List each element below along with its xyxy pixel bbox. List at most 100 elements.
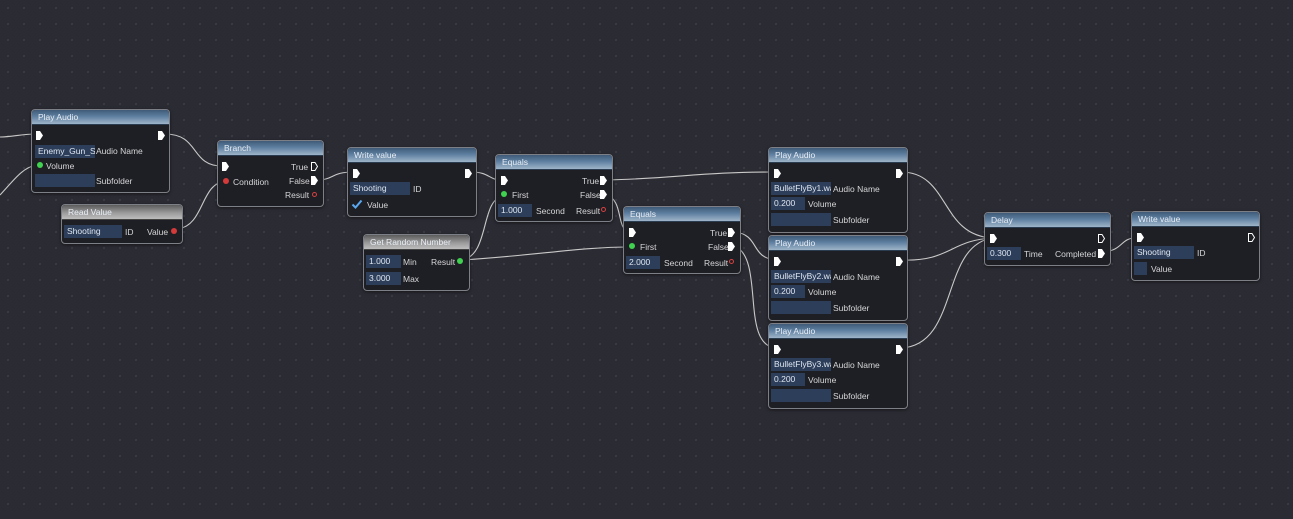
volume-field[interactable]: 0.200: [771, 285, 805, 298]
audio-name-field[interactable]: BulletFlyBy1.wav: [771, 182, 831, 195]
exec-out-pin[interactable]: [896, 345, 903, 354]
result-label: Result: [431, 257, 456, 267]
read-value-node[interactable]: Read Value Shooting ID Value: [61, 204, 183, 244]
exec-in-pin[interactable]: [774, 169, 781, 178]
branch-node[interactable]: Branch True Condition False Result: [217, 140, 324, 207]
value-out-pin[interactable]: [171, 228, 177, 234]
audio-name-label: Audio Name: [96, 146, 143, 156]
true-exec-pin[interactable]: [728, 228, 735, 237]
node-title: Play Audio: [32, 110, 169, 125]
exec-in-pin[interactable]: [222, 162, 229, 171]
volume-field[interactable]: 0.200: [771, 197, 805, 210]
value-checkbox[interactable]: [1134, 262, 1147, 275]
id-field[interactable]: Shooting: [350, 182, 410, 195]
condition-pin[interactable]: [223, 178, 229, 184]
min-field[interactable]: 1.000: [366, 255, 401, 268]
wire: [900, 237, 994, 349]
result-out-pin[interactable]: [457, 258, 463, 264]
subfolder-field[interactable]: [771, 213, 831, 226]
exec-out-pin[interactable]: [896, 169, 903, 178]
id-label: ID: [125, 227, 134, 237]
exec-out-pin[interactable]: [1098, 234, 1105, 243]
write-value-node[interactable]: Write value Shooting ID Value: [347, 147, 477, 217]
equals-node[interactable]: Equals True First False 2.000 Second Res…: [623, 206, 741, 274]
result-pin[interactable]: [312, 192, 317, 197]
true-exec-pin[interactable]: [311, 162, 318, 171]
value-label: Value: [147, 227, 169, 237]
completed-exec-pin[interactable]: [1098, 249, 1105, 258]
exec-out-pin[interactable]: [465, 169, 472, 178]
exec-in-pin[interactable]: [353, 169, 360, 178]
audio-name-field[interactable]: Enemy_Gun_Sho: [35, 145, 95, 158]
write-value-node[interactable]: Write value Shooting ID Value: [1131, 211, 1260, 281]
false-exec-pin[interactable]: [311, 176, 318, 185]
time-field[interactable]: 0.300: [987, 247, 1021, 260]
get-random-number-node[interactable]: Get Random Number 1.000 Min Result 3.000…: [363, 234, 470, 291]
id-field[interactable]: Shooting: [64, 225, 122, 238]
exec-in-pin[interactable]: [629, 228, 636, 237]
second-field[interactable]: 2.000: [626, 256, 660, 269]
id-field[interactable]: Shooting: [1134, 246, 1194, 259]
completed-label: Completed: [1055, 249, 1097, 259]
exec-in-pin[interactable]: [36, 131, 43, 140]
subfolder-field[interactable]: [35, 174, 95, 187]
play-audio-node[interactable]: Play Audio BulletFlyBy3.wav Audio Name 0…: [768, 323, 908, 409]
subfolder-label: Subfolder: [96, 176, 133, 186]
volume-label: Volume: [46, 161, 75, 171]
false-label: False: [708, 242, 729, 252]
result-label: Result: [285, 190, 310, 200]
exec-out-pin[interactable]: [896, 257, 903, 266]
node-title: Play Audio: [769, 324, 907, 339]
false-exec-pin[interactable]: [728, 242, 735, 251]
wire: [607, 171, 777, 181]
value-label: Value: [367, 200, 389, 210]
audio-name-label: Audio Name: [833, 360, 880, 370]
exec-out-pin[interactable]: [1248, 233, 1255, 242]
first-pin[interactable]: [629, 243, 635, 249]
result-pin[interactable]: [601, 207, 606, 212]
exec-in-pin[interactable]: [501, 176, 508, 185]
volume-field[interactable]: 0.200: [771, 373, 805, 386]
equals-node[interactable]: Equals True First False 1.000 Second Res…: [495, 154, 613, 222]
subfolder-field[interactable]: [771, 301, 831, 314]
delay-node[interactable]: Delay 0.300 Time Completed: [984, 212, 1111, 266]
condition-label: Condition: [233, 177, 269, 187]
first-pin[interactable]: [501, 191, 507, 197]
checkmark-icon[interactable]: [351, 198, 363, 210]
result-pin[interactable]: [729, 259, 734, 264]
second-field[interactable]: 1.000: [498, 204, 532, 217]
exec-in-pin[interactable]: [774, 345, 781, 354]
wire: [900, 237, 994, 261]
wire: [164, 133, 223, 167]
id-label: ID: [413, 184, 422, 194]
subfolder-label: Subfolder: [833, 303, 870, 313]
volume-label: Volume: [808, 287, 837, 297]
exec-in-pin[interactable]: [774, 257, 781, 266]
audio-name-field[interactable]: BulletFlyBy2.wav: [771, 270, 831, 283]
audio-name-label: Audio Name: [833, 184, 880, 194]
play-audio-node[interactable]: Play Audio BulletFlyBy1.wav Audio Name 0…: [768, 147, 908, 233]
max-field[interactable]: 3.000: [366, 272, 401, 285]
max-label: Max: [403, 274, 420, 284]
exec-out-pin[interactable]: [158, 131, 165, 140]
exec-in-pin[interactable]: [990, 234, 997, 243]
second-label: Second: [536, 206, 565, 216]
result-label: Result: [704, 258, 729, 268]
node-title: Read Value: [62, 205, 182, 220]
value-label: Value: [1151, 264, 1173, 274]
wire: [461, 246, 631, 261]
node-title: Equals: [496, 155, 612, 170]
volume-pin[interactable]: [37, 162, 43, 168]
play-audio-node[interactable]: Play Audio Enemy_Gun_Sho Audio Name Volu…: [31, 109, 170, 193]
audio-name-field[interactable]: BulletFlyBy3.wav: [771, 358, 831, 371]
node-title: Get Random Number: [364, 235, 469, 250]
subfolder-field[interactable]: [771, 389, 831, 402]
exec-in-pin[interactable]: [1137, 233, 1144, 242]
node-title: Write value: [1132, 212, 1259, 227]
true-exec-pin[interactable]: [600, 176, 607, 185]
play-audio-node[interactable]: Play Audio BulletFlyBy2.wav Audio Name 0…: [768, 235, 908, 321]
true-label: True: [291, 162, 309, 172]
min-label: Min: [403, 257, 417, 267]
node-title: Delay: [985, 213, 1110, 228]
false-exec-pin[interactable]: [600, 190, 607, 199]
